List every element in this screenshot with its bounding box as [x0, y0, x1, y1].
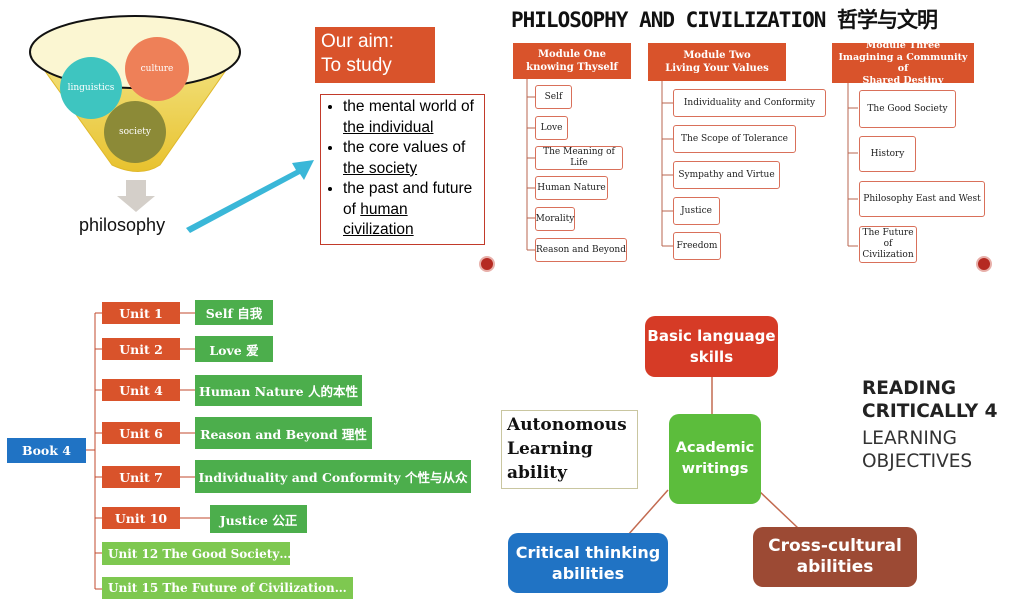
module-two-item: The Scope of Tolerance: [673, 125, 796, 153]
unit-topic: Reason and Beyond 理性: [195, 417, 372, 449]
module-two-heading: Module Two Living Your Values: [648, 43, 786, 81]
aim-title: Our aim: To study: [315, 27, 435, 83]
unit-topic: Self 自我: [195, 300, 273, 325]
module-two-item: Individuality and Conformity: [673, 89, 826, 117]
module-two-item: Freedom: [673, 232, 721, 260]
slide-nav-button[interactable]: [479, 256, 495, 272]
book-root: Book 4: [7, 438, 86, 463]
funnel-circle-linguistics: linguistics: [60, 57, 122, 119]
unit-label: Unit 4: [102, 379, 180, 401]
module-three-item: History: [859, 136, 916, 172]
unit-extra: Unit 15 The Future of Civilization…: [102, 577, 353, 599]
objectives-heading-light: LEARNING OBJECTIVES: [862, 428, 973, 472]
unit-label: Unit 6: [102, 422, 180, 444]
module-one-item: Human Nature: [535, 176, 608, 200]
module-two-item: Sympathy and Virtue: [673, 161, 780, 189]
bubble-cross-cultural: Cross-cultural abilities: [753, 527, 917, 587]
aim-list: the mental world of the individual the c…: [320, 94, 485, 245]
bubble-basic-language: Basic language skills: [645, 316, 778, 377]
module-one-item: Morality: [535, 207, 575, 231]
module-one-item: The Meaning of Life: [535, 146, 623, 170]
unit-topic: Individuality and Conformity 个性与从众: [195, 460, 471, 493]
funnel-output-label: philosophy: [79, 215, 166, 235]
unit-label: Unit 10: [102, 507, 180, 529]
unit-topic: Human Nature 人的本性: [195, 375, 362, 406]
funnel-circle-culture: culture: [125, 37, 189, 101]
module-three-item: Philosophy East and West: [859, 181, 985, 217]
aim-item-individual: the mental world of the individual: [343, 97, 480, 138]
module-three-item: The Future of Civilization: [859, 226, 917, 263]
unit-label: Unit 7: [102, 466, 180, 488]
funnel-circle-society: society: [104, 101, 166, 163]
module-two-item: Justice: [673, 197, 720, 225]
module-one-item: Self: [535, 85, 572, 109]
unit-label: Unit 2: [102, 338, 180, 360]
aim-item-civilization: the past and future of human civilizatio…: [343, 179, 480, 241]
bubble-academic-writings: Academic writings: [669, 414, 761, 504]
aim-item-society: the core values of the society: [343, 138, 480, 179]
autonomous-learning-box: Autonomous Learning ability: [501, 410, 638, 489]
module-three-heading: Module Three Imagining a Community of Sh…: [832, 40, 974, 86]
unit-label: Unit 1: [102, 302, 180, 324]
unit-topic: Justice 公正: [210, 505, 307, 533]
philosophy-chart-title: PHILOSOPHY AND CIVILIZATION 哲学与文明: [511, 8, 938, 32]
module-one-item: Reason and Beyond: [535, 238, 627, 262]
unit-extra: Unit 12 The Good Society…: [102, 542, 290, 565]
bubble-critical-thinking: Critical thinking abilities: [508, 533, 668, 593]
module-one-item: Love: [535, 116, 568, 140]
unit-topic: Love 爱: [195, 336, 273, 362]
module-three-item: The Good Society: [859, 90, 956, 128]
module-one-heading: Module One knowing Thyself: [513, 43, 631, 79]
objectives-heading-bold: READING CRITICALLY 4: [862, 378, 998, 422]
slide-nav-button[interactable]: [976, 256, 992, 272]
